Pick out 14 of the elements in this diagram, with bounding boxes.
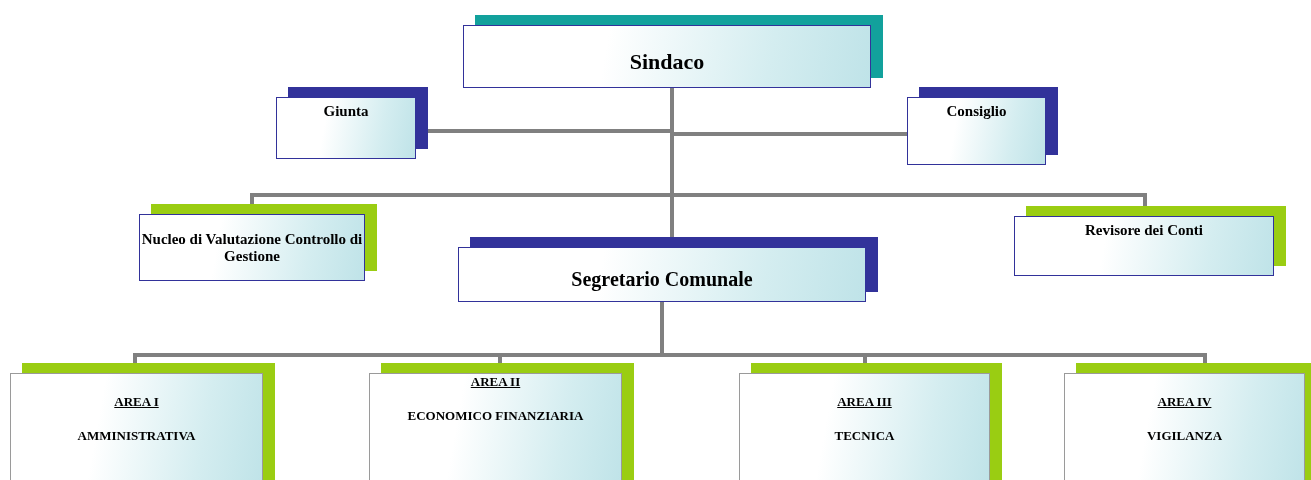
box-title: Consiglio	[946, 103, 1007, 120]
box-title: AREA I	[114, 394, 159, 410]
box-title: Giunta	[323, 103, 369, 120]
box-subtitle: ECONOMICO FINANZIARIA	[407, 408, 584, 424]
box-subtitle: TECNICA	[834, 428, 895, 444]
box-title: Segretario Comunale	[571, 268, 753, 291]
box-title: Nucleo di Valutazione Controllo di Gestione	[140, 230, 364, 265]
box-subtitle: AMMINISTRATIVA	[77, 428, 196, 444]
box-title: AREA III	[837, 394, 892, 410]
box-title: Revisore dei Conti	[1084, 222, 1203, 239]
box-title: AREA II	[470, 374, 521, 390]
box-title: AREA IV	[1157, 394, 1212, 410]
box-title: Sindaco	[629, 48, 705, 75]
box-subtitle: VIGILANZA	[1146, 428, 1223, 444]
